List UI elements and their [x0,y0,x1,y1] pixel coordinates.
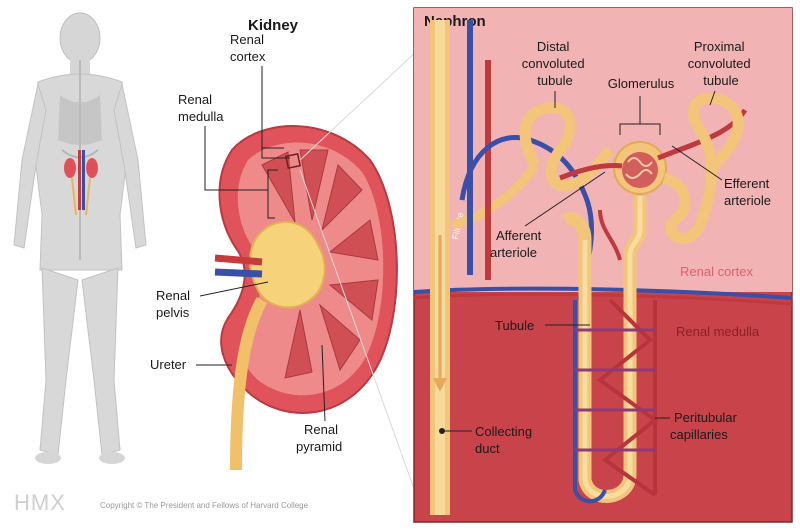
proximal-convoluted-tubule-label: Proximal convoluted tubule [688,39,755,88]
proximal-leader [709,90,716,106]
renal-cortex-leader [261,66,290,159]
tubule-label: Tubule [495,318,534,333]
afferent-arteriole-label: Afferent arteriole [490,228,545,260]
renal-pyramid-leader [321,344,326,422]
zoom-lines [299,49,419,501]
efferent-arteriole-label: Efferent arteriole [724,176,773,208]
collecting-duct-label: Collecting duct [475,424,536,456]
renal-medulla-zone-label: Renal medulla [676,324,760,339]
renal-medulla-leader [204,126,278,219]
glomerulus-label: Glomerulus [608,76,675,91]
renal-pelvis-leader [199,281,269,297]
kidney-title: Kidney [248,17,299,34]
renal-medulla-label: Renal medulla [178,92,224,124]
renal-pelvis-label: Renal pelvis [156,288,194,320]
hmx-logo: HMX [14,490,66,515]
peritubular-capillaries-label: Peritubular capillaries [670,410,741,442]
glomerulus-leader [619,96,661,135]
collecting-leader-dot [439,428,445,434]
ureter-label: Ureter [150,357,187,372]
nephron-panel: Nephron Renal cortex Renal medulla Filtr… [413,7,793,523]
renal-pyramid-label: Renal pyramid [296,422,342,454]
human-body-silhouette [13,12,147,464]
copyright-text: Copyright © The President and Fellows of… [100,501,309,510]
distal-convoluted-tubule-label: Distal convoluted tubule [522,39,589,88]
efferent-leader [671,145,723,181]
kidney-illustration [214,125,398,471]
renal-cortex-zone-label: Renal cortex [680,264,753,279]
renal-cortex-label: Renal cortex [230,32,268,64]
afferent-leader [524,171,606,227]
renal-pyramids [261,149,379,379]
body-kidneys [64,150,98,216]
